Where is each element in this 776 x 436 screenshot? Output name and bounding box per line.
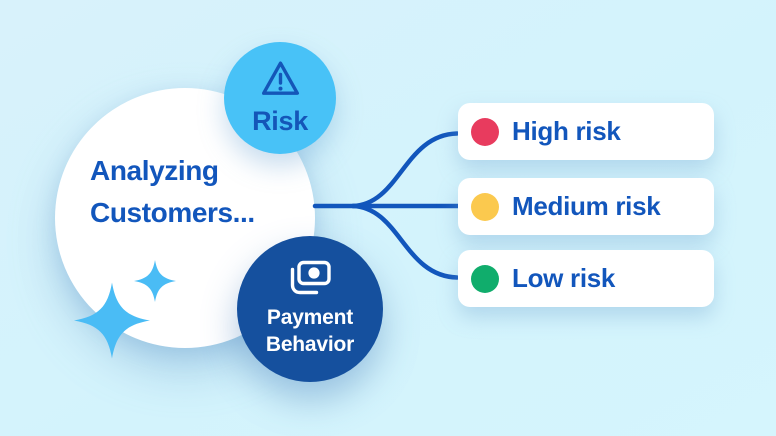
customers-line: Customers...	[90, 197, 255, 228]
high-risk-label: High risk	[512, 116, 621, 146]
payment-behavior-node: Payment Behavior	[237, 236, 383, 382]
low-risk-card: Low risk	[458, 250, 714, 307]
risk-label: Risk	[252, 105, 308, 136]
medium-risk-card: Medium risk	[458, 178, 714, 235]
sparkle-icon	[74, 282, 150, 359]
high-risk-card: High risk	[458, 103, 714, 160]
analyzing-customers-label: Analyzing Customers...	[90, 150, 255, 234]
warning-triangle-icon	[261, 61, 299, 95]
banknote-icon	[290, 260, 331, 295]
sparkle-icon	[134, 260, 176, 302]
analyzing-line: Analyzing	[90, 155, 219, 186]
low-risk-dot	[471, 264, 499, 293]
payment-behavior-label: Payment Behavior	[265, 306, 355, 356]
medium-risk-dot	[471, 192, 499, 221]
high-risk-dot	[471, 117, 499, 146]
risk-node: Risk	[224, 42, 336, 154]
medium-risk-label: Medium risk	[512, 191, 661, 221]
low-risk-label: Low risk	[512, 263, 616, 293]
